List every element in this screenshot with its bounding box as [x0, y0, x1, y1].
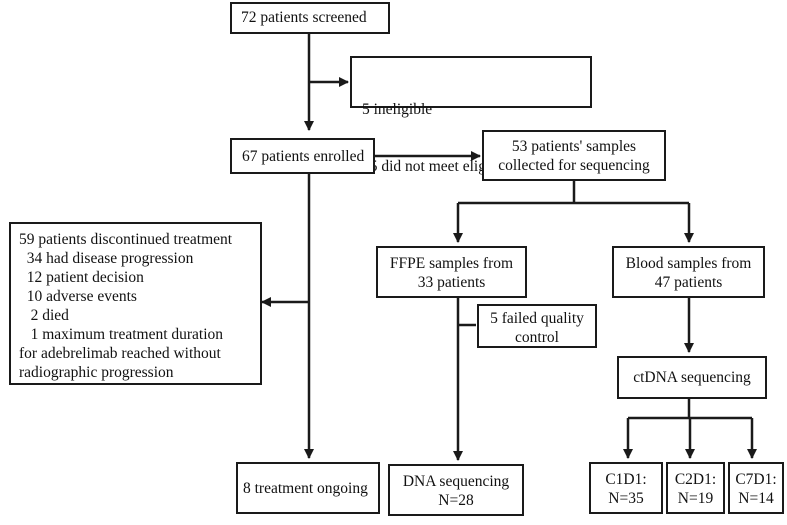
box-line: 33 patients — [417, 274, 486, 291]
box-line: 12 patient decision — [19, 269, 144, 286]
box-line: N=28 — [438, 492, 474, 509]
box-line: 34 had disease progression — [19, 250, 194, 267]
box-failed-quality-control: 5 failed quality control — [477, 304, 597, 348]
box-line: FFPE samples from — [389, 255, 514, 272]
box-ffpe-samples: FFPE samples from 33 patients — [376, 246, 527, 298]
box-c1d1: C1D1: N=35 — [589, 462, 663, 514]
box-samples-collected: 53 patients' samples collected for seque… — [482, 130, 666, 181]
box-c2d1: C2D1: N=19 — [666, 462, 725, 514]
box-line: C7D1: — [735, 471, 777, 488]
box-line: for adebrelimab reached without — [19, 345, 221, 362]
box-line: radiographic progression — [19, 364, 174, 381]
box-line: 1 maximum treatment duration — [19, 326, 224, 343]
box-line: 10 adverse events — [19, 288, 137, 305]
box-line: 2 died — [19, 307, 69, 324]
box-treatment-ongoing: 8 treatment ongoing — [236, 462, 380, 514]
box-line: 47 patients — [654, 274, 723, 291]
box-ineligible: 5 ineligible 5 did not meet eligibility … — [350, 56, 592, 175]
box-line: 53 patients' samples — [511, 138, 637, 155]
box-line: 67 patients enrolled — [242, 148, 365, 165]
box-line: N=35 — [608, 490, 644, 507]
box-discontinued-treatment: 59 patients discontinued treatment 34 ha… — [9, 222, 262, 385]
box-patients-screened: 72 patients screened — [230, 2, 390, 34]
box-c7d1: C7D1: N=14 — [728, 462, 784, 514]
box-ctdna-sequencing: ctDNA sequencing — [617, 356, 767, 399]
box-line: Blood samples from — [625, 255, 752, 272]
box-line: 59 patients discontinued treatment — [19, 231, 233, 248]
box-line: 72 patients screened — [241, 9, 367, 26]
box-line: control — [515, 329, 559, 346]
box-line: 8 treatment ongoing — [243, 480, 368, 497]
box-dna-sequencing: DNA sequencing N=28 — [388, 464, 524, 516]
box-line: 5 failed quality — [490, 310, 584, 327]
box-line: collected for sequencing — [498, 157, 650, 174]
box-line: DNA sequencing — [402, 473, 510, 490]
box-blood-samples: Blood samples from 47 patients — [612, 246, 765, 298]
box-line: 5 ineligible — [362, 101, 433, 118]
box-line: N=14 — [738, 490, 774, 507]
box-line: ctDNA sequencing — [633, 369, 751, 386]
box-line: N=19 — [677, 490, 714, 507]
box-line: C2D1: — [674, 471, 717, 488]
box-patients-enrolled: 67 patients enrolled — [230, 138, 375, 174]
box-line: C1D1: — [605, 471, 647, 488]
